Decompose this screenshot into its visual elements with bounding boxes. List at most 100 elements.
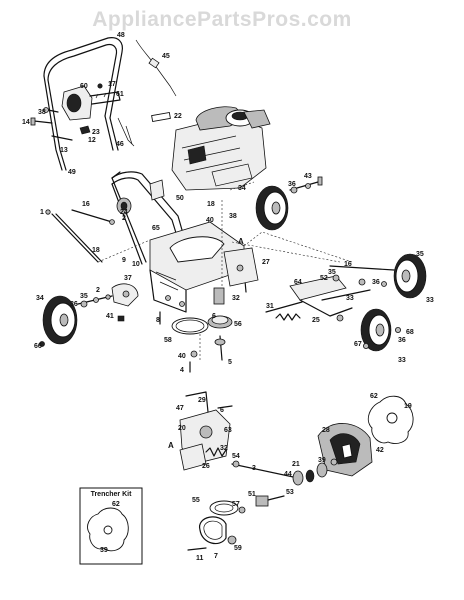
label-35-right: 35 [416,251,424,258]
label-33-right: 33 [426,297,434,304]
rod-16 [71,209,115,225]
label-59: 59 [234,545,242,552]
bolt-14 [30,117,53,126]
label-33-lower: 33 [398,357,406,364]
label-13: 13 [60,147,68,154]
spindle-51 [255,495,285,507]
label-39-trencher: 39 [100,547,108,554]
dashed-leader-lines [97,181,353,360]
label-2-top: 2 [122,215,126,222]
label-42: 42 [376,447,384,454]
label-34-left: 34 [36,295,44,302]
wheel-right-lower [360,308,392,352]
label-46: 46 [116,141,124,148]
label-36-lower: 36 [398,337,406,344]
label-43: 43 [304,173,312,180]
label-63: 63 [224,427,232,434]
label-68: 68 [406,329,414,336]
label-36-right: 36 [372,279,380,286]
label-56: 56 [234,321,242,328]
trencher-kit-title: Trencher Kit [91,491,133,498]
upper-handle [43,37,123,171]
pulley-56 [207,315,233,329]
spring-31 [275,313,301,321]
label-9: 9 [122,257,126,264]
label-65: 65 [152,225,160,232]
label-A-top: A [238,237,244,246]
label-41: 41 [106,313,114,320]
spindle-33 [213,287,225,305]
pulley-58 [171,317,209,335]
label-18-left: 18 [92,247,100,254]
label-1: 1 [40,209,44,216]
wheel-right-upper [393,253,427,299]
label-37: 37 [124,275,132,282]
label-38-mid: 38 [229,213,237,220]
label-62-edger: 62 [370,393,378,400]
bolt-11 [187,547,207,551]
label-28: 28 [322,427,330,434]
label-32: 32 [232,295,240,302]
label-11: 11 [196,555,204,562]
watermark: AppliancePartsPros.com [92,8,352,31]
label-31: 31 [266,303,274,310]
label-24: 24 [120,209,128,216]
washer-40-bottom [190,350,198,358]
label-33-mid: 33 [346,295,354,302]
label-19: 19 [404,403,412,410]
label-35-left: 35 [80,293,88,300]
label-64: 64 [294,279,302,286]
axle-hardware-top [289,176,323,194]
label-12: 12 [88,137,96,144]
label-3: 3 [252,465,256,472]
label-54: 54 [232,453,240,460]
spring-32 [205,447,227,457]
label-58: 58 [164,337,172,344]
axle-bracket-64 [289,265,395,322]
lever-bar [45,209,103,263]
label-60: 60 [80,83,88,90]
label-55: 55 [192,497,200,504]
label-67: 67 [354,341,362,348]
lever-31 [265,301,303,313]
bolt-17 [97,83,103,89]
control-bracket [61,85,121,121]
bolt-22 [151,111,171,123]
label-14: 14 [22,119,30,126]
bracket-50 [149,179,165,201]
pulley-24 [116,197,132,215]
label-45: 45 [162,53,170,60]
label-6: 6 [212,313,216,320]
label-32-edger: 32 [220,445,228,452]
trencher-kit-box: Trencher Kit [79,487,143,565]
washer-59 [227,535,237,545]
small-hardware-right [362,326,401,349]
label-66: 66 [34,343,42,350]
label-A-edger: A [168,441,174,450]
label-26: 26 [202,463,210,470]
engine [171,106,271,191]
pin-13 [51,135,73,141]
washer-57 [238,506,246,514]
label-61: 61 [116,91,124,98]
wheel-top-rear [255,185,289,231]
edger-blade-62 [367,395,414,444]
label-36-left: 36 [70,301,78,308]
throttle-cable [117,39,177,147]
label-48: 48 [117,32,125,39]
label-34-top: 34 [238,185,246,192]
block-26 [179,443,207,471]
label-29: 29 [198,397,206,404]
label-6-edger: 6 [220,407,224,414]
label-44: 44 [284,471,292,478]
label-16-right: 16 [344,261,352,268]
shaft-3 [231,460,299,479]
label-39-edger: 39 [318,457,326,464]
shaft-5 [214,335,226,361]
label-2-left: 2 [96,287,100,294]
nut-41 [117,315,125,322]
bolt-38-top [43,107,59,113]
pulley-55 [209,500,239,516]
label-40-lower: 40 [178,353,186,360]
